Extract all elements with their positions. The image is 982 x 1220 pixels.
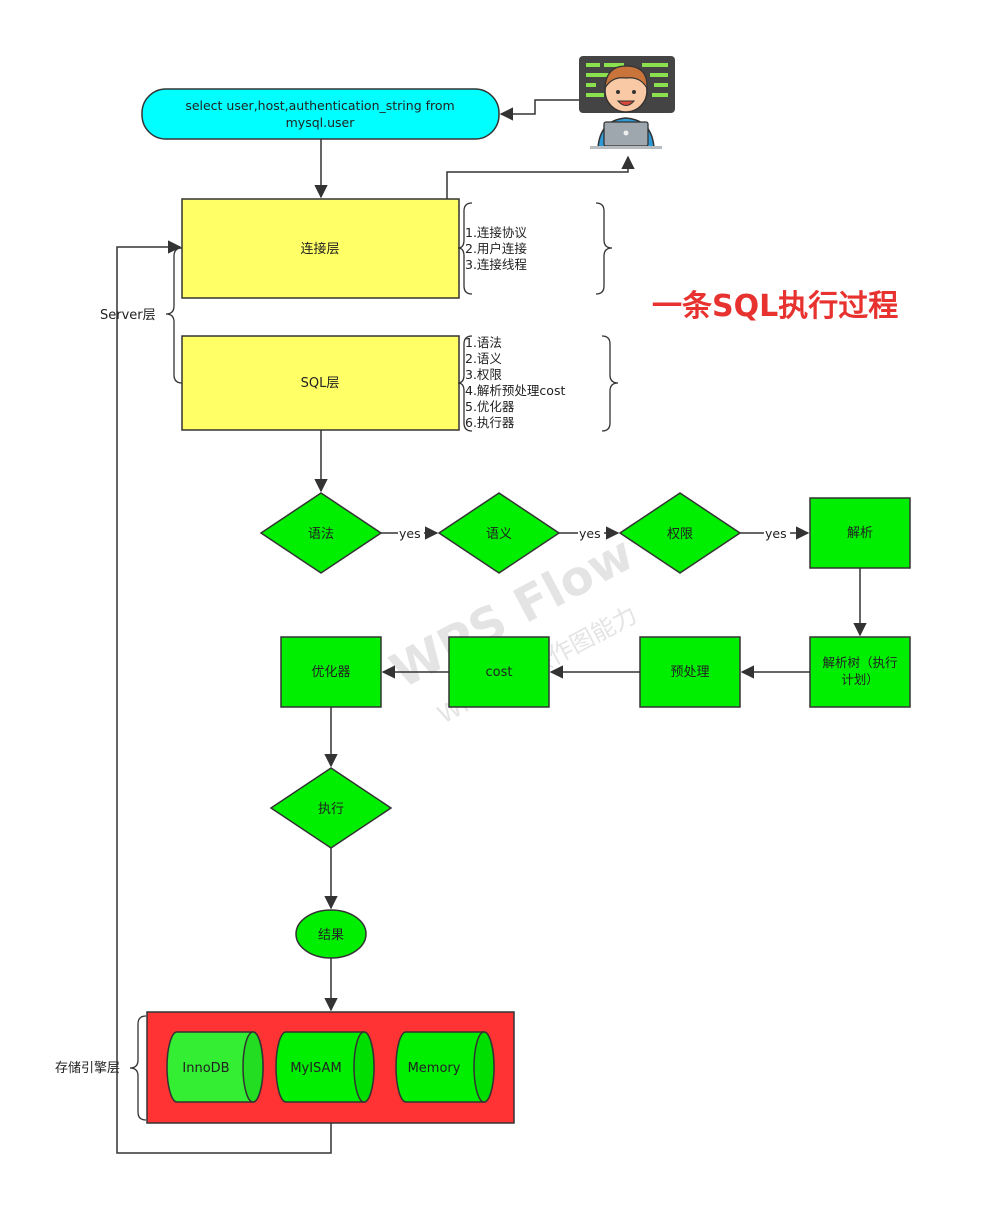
permission-label: 权限 (667, 526, 693, 542)
sql-layer-notes: 1.语法 2.语义 3.权限 4.解析预处理cost 5.优化器 6.执行器 (465, 335, 565, 430)
syntax-label: 语法 (308, 527, 334, 542)
execute-decision[interactable]: 执行 (269, 767, 393, 849)
result-node[interactable]: 结果 (295, 909, 367, 959)
sql-note-6: 6.执行器 (465, 415, 515, 430)
sql-layer-box[interactable]: SQL层 (181, 335, 460, 431)
sql-note-5: 5.优化器 (465, 399, 515, 414)
edges (116, 99, 867, 1154)
brace-storage-layer (129, 1015, 147, 1121)
yes-label-3: yes (765, 526, 787, 541)
sql-note-4: 4.解析预处理cost (465, 383, 565, 398)
myisam-label: MyISAM (290, 1061, 341, 1076)
yes-label-1: yes (399, 526, 421, 541)
developer-at-laptop-icon (579, 56, 675, 149)
result-label: 结果 (318, 928, 344, 943)
parse-tree-label-line-1: 解析树（执行 (822, 655, 897, 670)
page-title: 一条SQL执行过程 (652, 289, 898, 324)
cost-label: cost (486, 665, 513, 680)
yes-label-2: yes (579, 526, 601, 541)
brace-connection-notes-left (457, 202, 473, 295)
parse-tree-node[interactable]: 解析树（执行 计划） (809, 636, 911, 708)
yes-label-bg-3 (764, 526, 790, 540)
memory-label: Memory (408, 1061, 461, 1076)
memory-engine[interactable]: Memory (395, 1031, 495, 1103)
sql-layer-label: SQL层 (301, 376, 340, 391)
brace-server-layer (165, 247, 183, 384)
parse-label: 解析 (847, 526, 873, 541)
edge-storage-to-connection (116, 240, 332, 1154)
execute-label: 执行 (318, 802, 344, 817)
sql-note-3: 3.权限 (465, 367, 502, 382)
preprocess-label: 预处理 (670, 665, 709, 680)
semantics-decision[interactable]: 语义 (437, 492, 561, 574)
innodb-label: InnoDB (182, 1061, 229, 1076)
sql-note-1: 1.语法 (465, 335, 502, 350)
query-line-2: mysql.user (286, 115, 356, 130)
syntax-decision[interactable]: 语法 (259, 492, 383, 574)
innodb-engine[interactable]: InnoDB (166, 1031, 264, 1103)
connection-layer-notes: 1.连接协议 2.用户连接 3.连接线程 (465, 225, 527, 272)
permission-decision[interactable]: 权限 (618, 492, 742, 574)
brace-sql-notes-right (601, 335, 619, 432)
connection-note-1: 1.连接协议 (465, 225, 527, 240)
myisam-engine[interactable]: MyISAM (275, 1031, 375, 1103)
storage-layer-label: 存储引擎层 (55, 1061, 120, 1076)
connection-note-2: 2.用户连接 (465, 241, 527, 256)
sql-note-2: 2.语义 (465, 351, 502, 366)
optimizer-label: 优化器 (311, 665, 350, 680)
preprocess-node[interactable]: 预处理 (639, 636, 741, 708)
optimizer-node[interactable]: 优化器 (280, 636, 382, 708)
connection-layer-label: 连接层 (300, 241, 339, 257)
edge-connection-to-icon (446, 155, 635, 199)
connection-note-3: 3.连接线程 (465, 257, 527, 272)
connection-layer-box[interactable]: 连接层 (181, 198, 460, 299)
brace-sql-notes-left (457, 335, 473, 432)
yes-label-bg-1 (398, 526, 424, 540)
cost-node[interactable]: cost (448, 636, 550, 708)
query-line-1: select user,host,authentication_string f… (185, 98, 454, 113)
parse-node[interactable]: 解析 (809, 497, 911, 569)
server-layer-label: Server层 (100, 308, 156, 323)
semantics-label: 语义 (486, 527, 512, 542)
brace-connection-notes-right (595, 202, 613, 295)
parse-tree-label-line-2: 计划） (841, 672, 879, 687)
yes-label-bg-2 (578, 526, 604, 540)
query-node[interactable]: select user,host,authentication_string f… (141, 88, 500, 140)
edge-icon-to-query (499, 99, 579, 121)
